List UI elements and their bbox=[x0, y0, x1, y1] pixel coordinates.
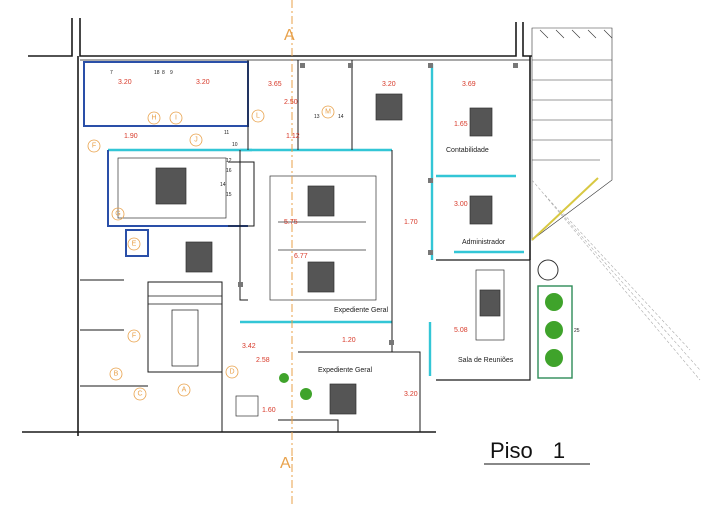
dimension-label: 1.60 bbox=[262, 407, 276, 414]
dimension-label: 2.58 bbox=[256, 357, 270, 364]
space-tag: F bbox=[132, 333, 136, 340]
fixture-number: 18 bbox=[154, 70, 160, 76]
dimension-label: 1.20 bbox=[342, 337, 356, 344]
dimension-label: 3.20 bbox=[404, 391, 418, 398]
dimension-label: 3.69 bbox=[462, 81, 476, 88]
fixture-number: 9 bbox=[170, 70, 173, 76]
dimension-label: 3.20 bbox=[382, 81, 396, 88]
dimension-label: 6.77 bbox=[294, 253, 308, 260]
dimension-label: 1.12 bbox=[286, 133, 300, 140]
fixture-number: 10 bbox=[232, 142, 238, 148]
dimension-label: 3.65 bbox=[268, 81, 282, 88]
fixture-number: 11 bbox=[224, 130, 229, 136]
dimension-label: 1.90 bbox=[124, 133, 138, 140]
fixture-number: 25 bbox=[574, 328, 580, 334]
space-tag: L bbox=[256, 113, 260, 120]
glass-partitions bbox=[108, 64, 524, 376]
plan-title-number: 1 bbox=[553, 438, 565, 463]
space-tag: B bbox=[114, 371, 119, 378]
space-tag: J bbox=[194, 137, 198, 144]
furniture bbox=[117, 93, 505, 417]
section-marker-top: A bbox=[284, 27, 295, 44]
room-label-administrador: Administrador bbox=[462, 239, 506, 246]
room-label-contabilidade: Contabilidade bbox=[446, 147, 489, 154]
space-tag: I bbox=[175, 115, 177, 122]
space-tag: H bbox=[151, 115, 156, 122]
room-label-expediente-geral-2: Expediente Geral bbox=[318, 367, 373, 374]
dimension-label: 5.08 bbox=[454, 327, 468, 334]
fixture-number: 7 bbox=[110, 70, 113, 76]
space-tag: D bbox=[229, 369, 234, 376]
plants bbox=[279, 373, 312, 400]
space-tag: E bbox=[132, 241, 137, 248]
section-marker-bottom: A' bbox=[280, 455, 294, 472]
blue-walls bbox=[83, 61, 249, 257]
space-tag: M bbox=[325, 109, 331, 116]
dimension-label: 2.50 bbox=[284, 99, 298, 106]
fixture-number: 16 bbox=[226, 168, 232, 174]
plan-title-text: Piso bbox=[490, 438, 533, 463]
dimension-label: 3.00 bbox=[454, 201, 468, 208]
stair-core bbox=[148, 295, 222, 367]
dimension-label: 1.65 bbox=[454, 121, 468, 128]
dimension-label: 5.75 bbox=[284, 219, 298, 226]
green-zone bbox=[537, 259, 573, 379]
fixture-number: 8 bbox=[162, 70, 165, 76]
space-tag: G bbox=[115, 211, 120, 218]
room-label-sala-reunioes: Sala de Reuniões bbox=[458, 357, 514, 364]
space-tag: C bbox=[137, 391, 142, 398]
columns bbox=[238, 63, 518, 345]
interior-walls bbox=[80, 60, 421, 432]
dimension-label: 3.20 bbox=[196, 79, 210, 86]
fixture-number: 15 bbox=[226, 192, 232, 198]
external-stairs bbox=[531, 27, 701, 381]
space-tag: F bbox=[92, 143, 96, 150]
exterior-walls bbox=[22, 18, 532, 436]
fixture-number: 13 bbox=[314, 114, 320, 120]
fixture-number: 12 bbox=[226, 158, 232, 164]
plan-title: Piso 1 bbox=[490, 438, 565, 463]
room-label-expediente-geral-1: Expediente Geral bbox=[334, 307, 389, 314]
fixture-number: 14 bbox=[220, 182, 226, 188]
fixture-number: 14 bbox=[338, 114, 344, 120]
dimension-label: 3.20 bbox=[118, 79, 132, 86]
dimension-label: 1.70 bbox=[404, 219, 418, 226]
space-tags bbox=[87, 105, 335, 401]
space-tag: A bbox=[182, 387, 187, 394]
dimension-label: 3.42 bbox=[242, 343, 256, 350]
